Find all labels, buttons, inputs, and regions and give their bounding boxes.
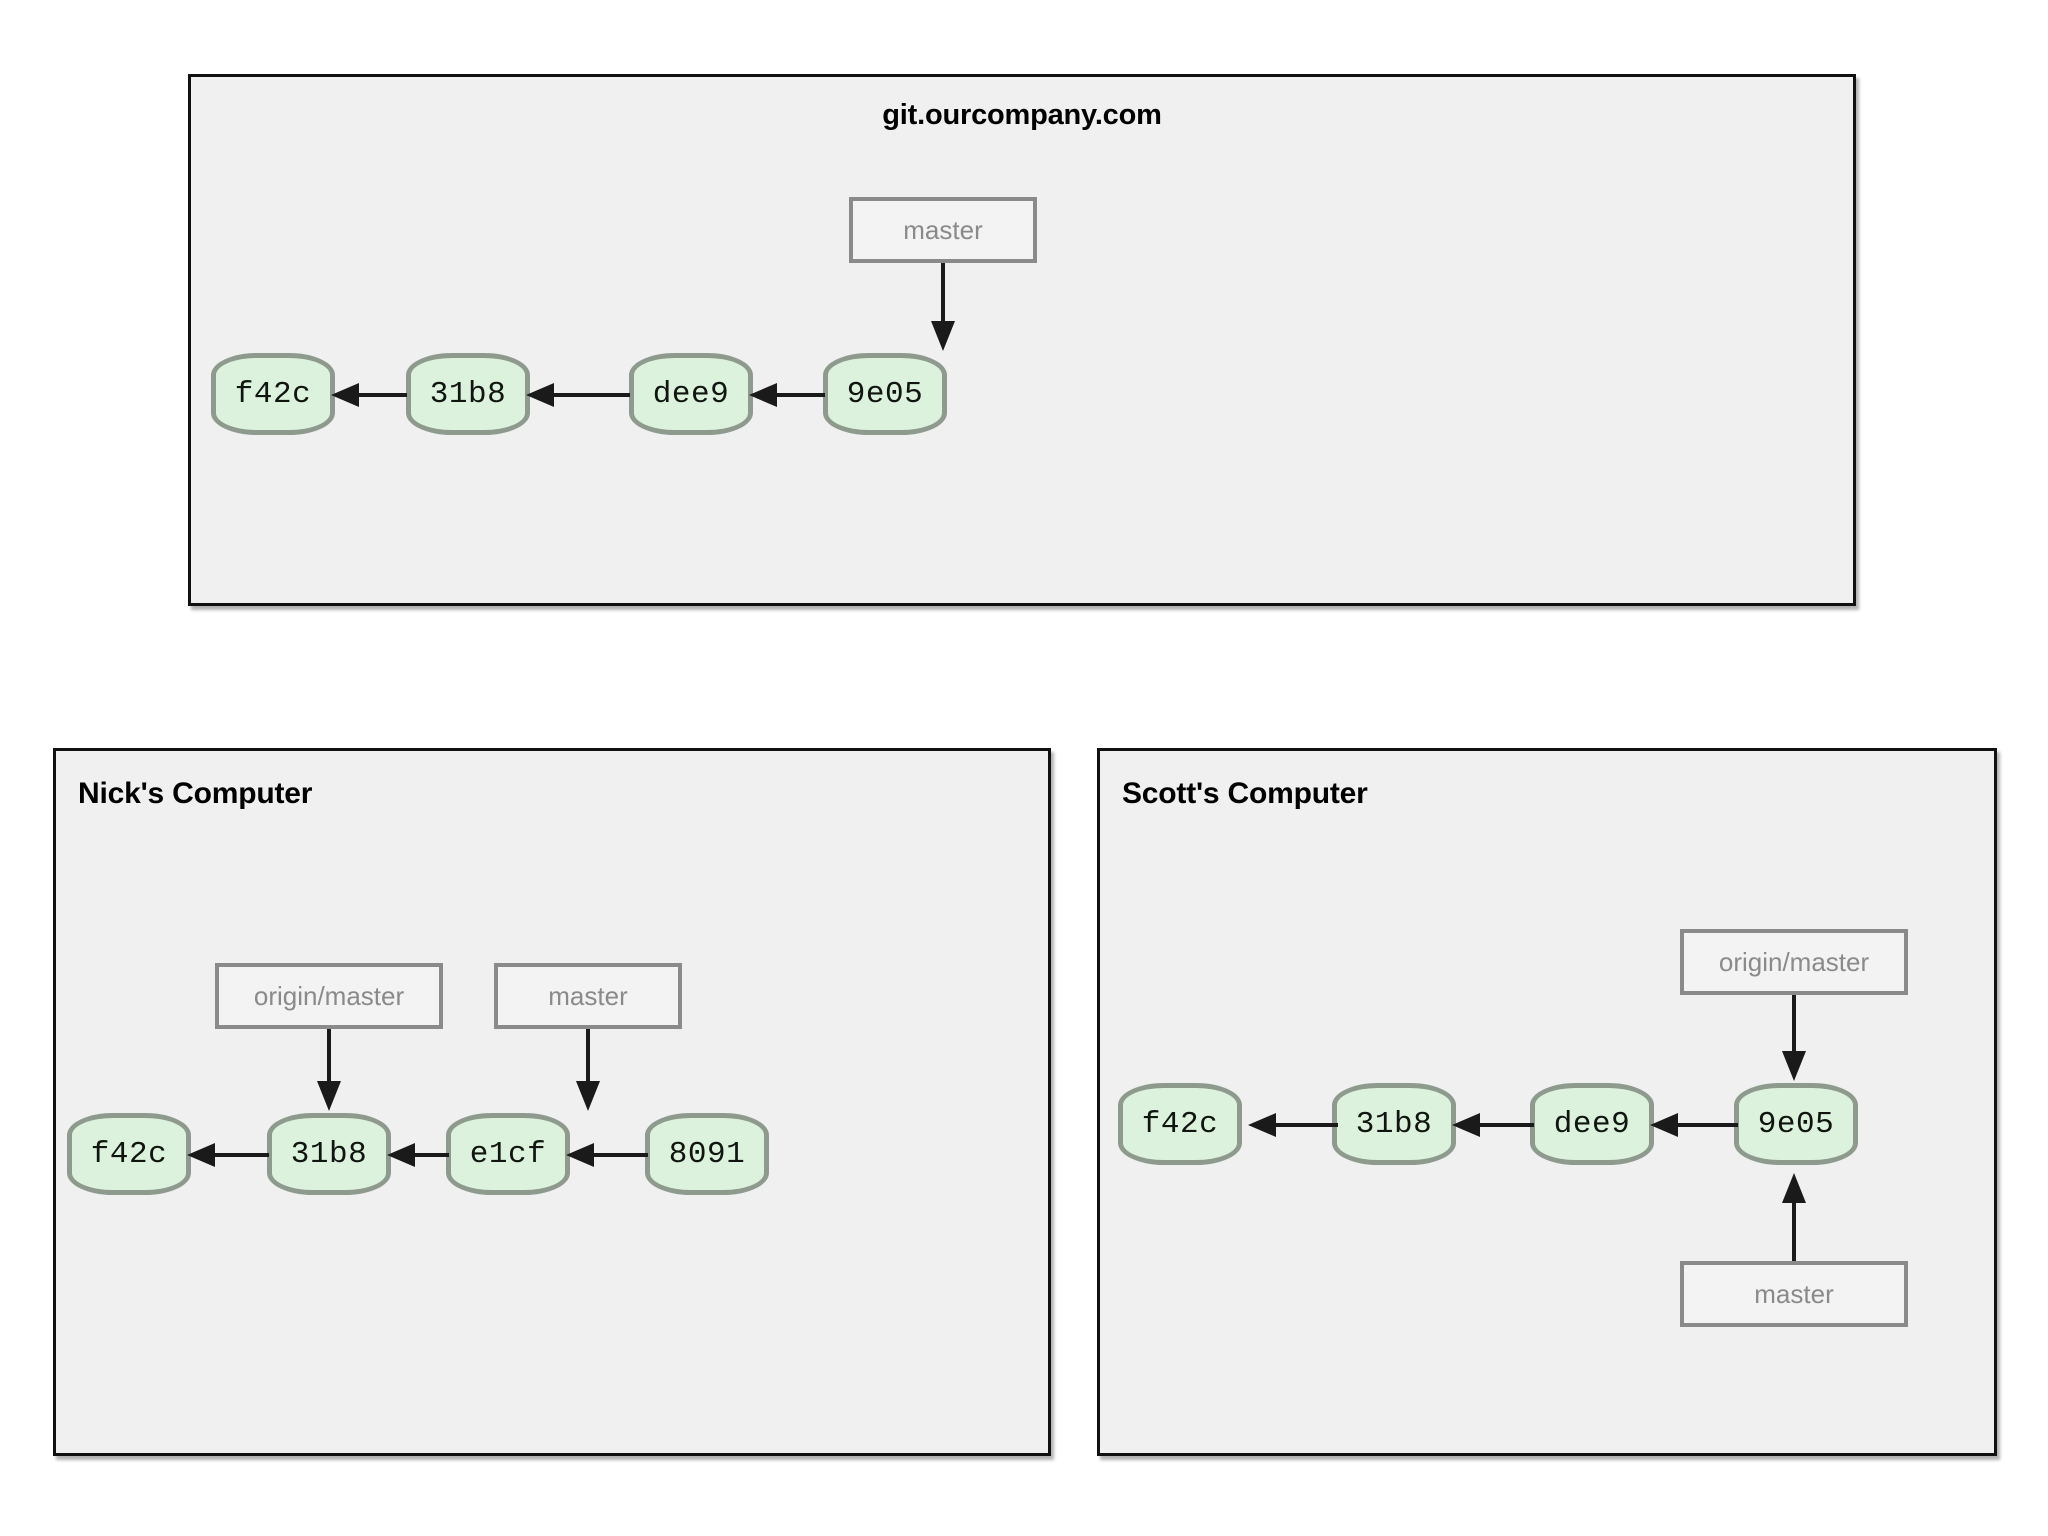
commit-node-8091-nick[interactable]: 8091 bbox=[645, 1113, 769, 1195]
arrow-9e05-to-dee9-server bbox=[749, 383, 825, 407]
arrow-master-to-9e05-scott bbox=[1782, 1173, 1806, 1261]
arrow-master-to-8091-nick bbox=[576, 1029, 600, 1111]
panel-title-scotts-computer: Scott's Computer bbox=[1122, 777, 1368, 810]
ref-label-origin-master-scott[interactable]: origin/master bbox=[1680, 929, 1908, 995]
arrow-31b8-to-f42c-nick bbox=[187, 1143, 269, 1167]
arrow-dee9-to-31b8-server bbox=[526, 383, 630, 407]
arrow-8091-to-e1cf-nick bbox=[566, 1143, 648, 1167]
commit-node-dee9-scott[interactable]: dee9 bbox=[1530, 1083, 1654, 1165]
commit-node-dee9-server[interactable]: dee9 bbox=[629, 353, 753, 435]
panel-scotts-computer: Scott's Computer origin/master f42c 31b8… bbox=[1097, 748, 1997, 1456]
commit-node-9e05-server[interactable]: 9e05 bbox=[823, 353, 947, 435]
commit-node-f42c-server[interactable]: f42c bbox=[211, 353, 335, 435]
arrow-origin-master-to-31b8-nick bbox=[317, 1029, 341, 1111]
panel-nicks-computer: Nick's Computer origin/master master f42… bbox=[53, 748, 1051, 1456]
commit-node-31b8-scott[interactable]: 31b8 bbox=[1332, 1083, 1456, 1165]
commit-node-9e05-scott[interactable]: 9e05 bbox=[1734, 1083, 1858, 1165]
ref-label-master-server[interactable]: master bbox=[849, 197, 1037, 263]
commit-node-f42c-scott[interactable]: f42c bbox=[1118, 1083, 1242, 1165]
panel-title-nicks-computer: Nick's Computer bbox=[78, 777, 313, 810]
commit-node-31b8-server[interactable]: 31b8 bbox=[406, 353, 530, 435]
arrow-31b8-to-f42c-server bbox=[331, 383, 407, 407]
commit-node-31b8-nick[interactable]: 31b8 bbox=[267, 1113, 391, 1195]
arrow-31b8-to-f42c-scott bbox=[1248, 1113, 1338, 1137]
arrow-master-to-9e05-server bbox=[931, 263, 955, 351]
ref-label-origin-master-nick[interactable]: origin/master bbox=[215, 963, 443, 1029]
ref-label-master-nick[interactable]: master bbox=[494, 963, 682, 1029]
arrow-9e05-to-dee9-scott bbox=[1650, 1113, 1738, 1137]
arrow-origin-master-to-9e05-scott bbox=[1782, 995, 1806, 1081]
arrow-e1cf-to-31b8-nick bbox=[387, 1143, 449, 1167]
panel-title-git-server: git.ourcompany.com bbox=[882, 99, 1162, 131]
commit-node-e1cf-nick[interactable]: e1cf bbox=[446, 1113, 570, 1195]
ref-label-master-scott[interactable]: master bbox=[1680, 1261, 1908, 1327]
commit-node-f42c-nick[interactable]: f42c bbox=[67, 1113, 191, 1195]
arrow-dee9-to-31b8-scott bbox=[1452, 1113, 1534, 1137]
panel-git-server: git.ourcompany.com master f42c 31b8 dee9… bbox=[188, 74, 1856, 606]
